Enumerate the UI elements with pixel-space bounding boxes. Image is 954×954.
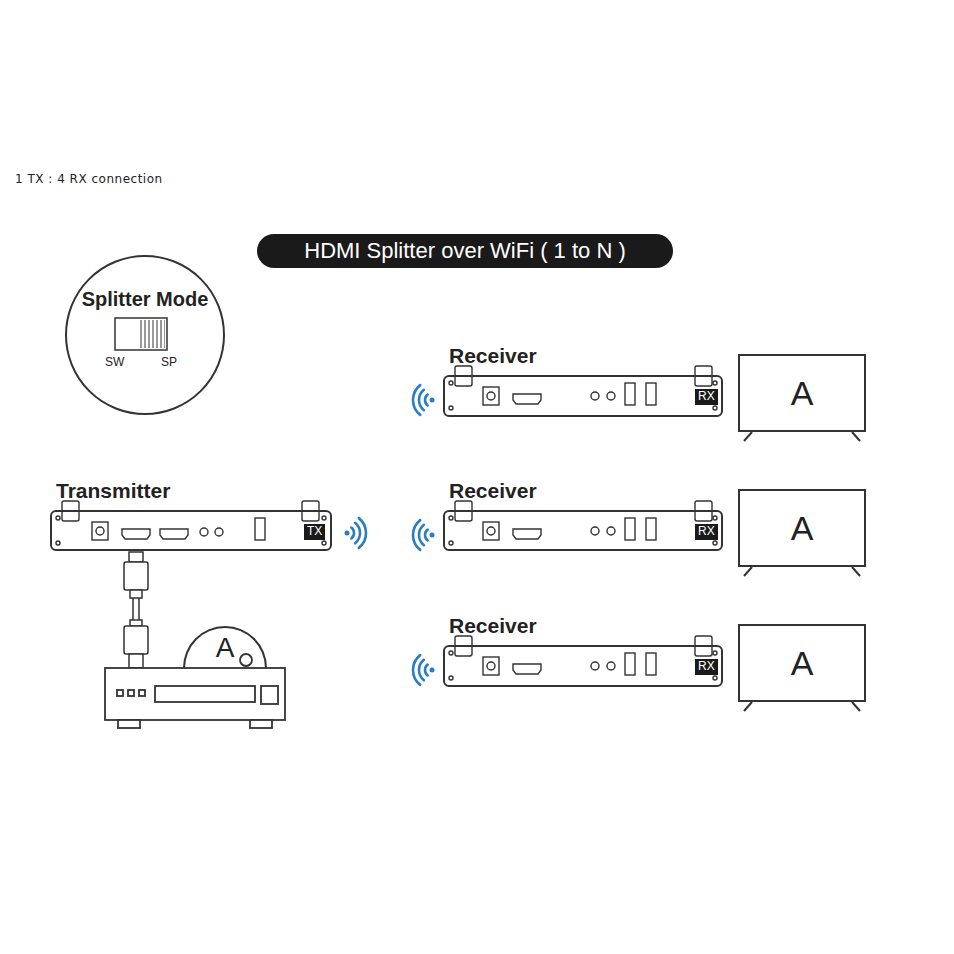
receiver-unit: ReceiverRX [443, 375, 723, 417]
screen-content: A [740, 374, 864, 413]
receiver-unit: ReceiverRX [443, 510, 723, 551]
tv-screen: A [738, 624, 866, 702]
receiver-ports [449, 636, 717, 680]
disc-label: A [185, 632, 265, 664]
switch-title: Splitter Mode [67, 288, 223, 311]
tv-stand [744, 432, 860, 441]
receiver-unit: ReceiverRX [443, 645, 723, 687]
receiver-ports [449, 501, 717, 545]
tv-screen: A [738, 354, 866, 432]
screen-content: A [740, 509, 864, 548]
switch-position: SP [161, 356, 177, 370]
device-tag: RX [695, 389, 718, 405]
device-tag: RX [695, 659, 718, 675]
title-pill: HDMI Splitter over WiFi ( 1 to N ) [257, 234, 673, 268]
dvd-player [105, 654, 285, 728]
device-tag: TX [304, 524, 325, 540]
hdmi-cable [124, 552, 148, 668]
receiver-ports [449, 366, 717, 410]
caption-note: 1 TX : 4 RX connection [15, 172, 163, 186]
slide-switch [115, 318, 167, 350]
mode-switch-callout: Splitter ModeSW SP [65, 255, 225, 415]
wifi-signal [413, 655, 435, 685]
transmitter-unit: TransmitterTX [50, 510, 332, 551]
wifi-signal [345, 518, 367, 548]
device-heading: Receiver [449, 344, 537, 368]
switch-position: SW [105, 356, 124, 370]
device-tag: RX [695, 524, 718, 540]
device-heading: Receiver [449, 479, 537, 503]
screen-content: A [740, 644, 864, 683]
transmitter-ports [56, 501, 326, 545]
tv-stand [744, 567, 860, 576]
switch-knob [138, 320, 165, 348]
wifi-signal [413, 520, 435, 550]
wifi-signal [413, 385, 435, 415]
device-heading: Receiver [449, 614, 537, 638]
device-heading: Transmitter [56, 479, 170, 503]
disc: A [183, 626, 267, 668]
tv-screen: A [738, 489, 866, 567]
tv-stand [744, 702, 860, 711]
